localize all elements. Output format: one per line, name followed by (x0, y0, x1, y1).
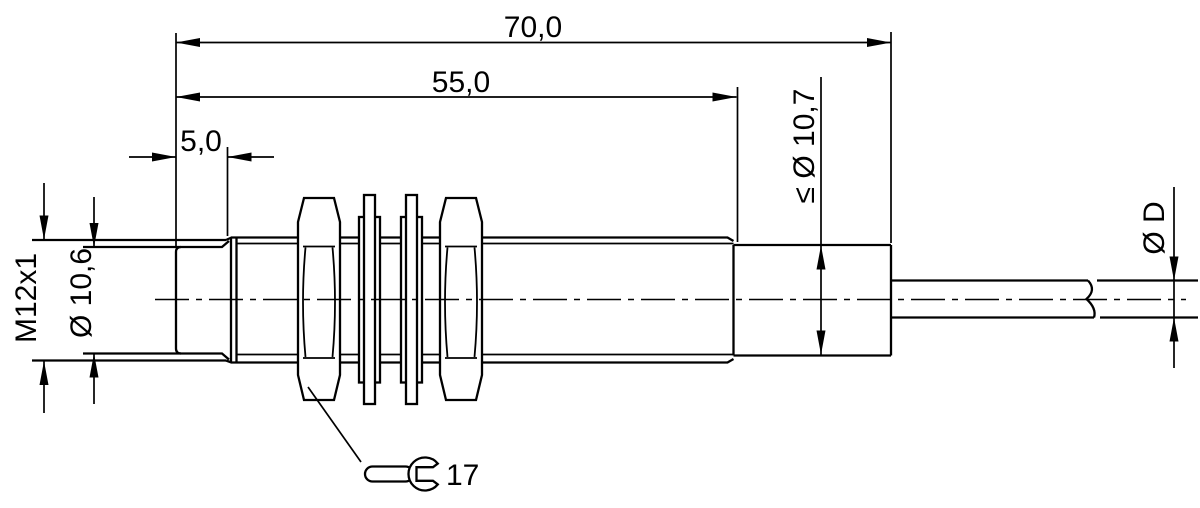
dim-label-cable-diameter: Ø D (1138, 201, 1171, 254)
hex-nut-2-arc-left (444, 247, 449, 358)
hex-nut-1-arc-left (302, 247, 307, 358)
dimension-head-diameter: Ø 10,6 (65, 197, 99, 404)
dimension-thread-length: 55,0 (176, 66, 739, 242)
dimension-thread-size: M12x1 (10, 183, 49, 413)
dimension-cable-diameter: Ø D (1138, 187, 1179, 368)
wrench-handle (363, 465, 415, 483)
dim-label-wrench-size: 17 (446, 459, 479, 492)
dim-label-thread-size: M12x1 (10, 253, 43, 343)
dim-label-head-diameter: Ø 10,6 (65, 248, 98, 338)
hex-nut-2-arc-right (473, 247, 478, 358)
wrench-size-callout: 17 (307, 386, 479, 492)
arrowhead-top (39, 215, 49, 240)
arrowhead-left (176, 38, 200, 47)
arrowhead-top (816, 245, 826, 270)
arrowhead-right (227, 152, 252, 162)
dimension-overall-length: 70,0 (175, 11, 892, 247)
wrench-jaw (407, 456, 440, 492)
dim-label-thread-length: 55,0 (432, 66, 490, 99)
arrowhead-left (176, 92, 200, 102)
wrench-icon (363, 456, 440, 492)
arrowhead-bottom (816, 330, 826, 355)
hex-nut-1-arc-right (331, 247, 336, 358)
arrowhead-right (867, 38, 891, 47)
face-seam-top (83, 240, 230, 249)
arrowhead-bottom (1169, 317, 1179, 342)
leader-line (307, 386, 362, 463)
arrowhead-bottom (39, 361, 49, 385)
hex-nut-2-outline (438, 196, 484, 402)
dimension-head-length: 5,0 (129, 125, 274, 236)
hex-nut-2 (438, 196, 484, 402)
dimension-housing-diameter: ≤ Ø 10,7 (788, 77, 826, 355)
dim-label-overall-length: 70,0 (504, 11, 562, 44)
arrowhead-top (1169, 256, 1179, 281)
face-seam-bottom (83, 352, 230, 361)
arrowhead-top (89, 223, 99, 247)
arrowhead-bottom (89, 353, 99, 378)
dim-label-head-length: 5,0 (180, 125, 222, 158)
arrowhead-left (152, 152, 176, 162)
thread-crest-top (231, 236, 735, 242)
dim-label-housing-diameter: ≤ Ø 10,7 (788, 89, 821, 204)
thread-crest-bottom (231, 358, 735, 364)
arrowhead-right (712, 92, 737, 102)
cable (891, 279, 1198, 319)
